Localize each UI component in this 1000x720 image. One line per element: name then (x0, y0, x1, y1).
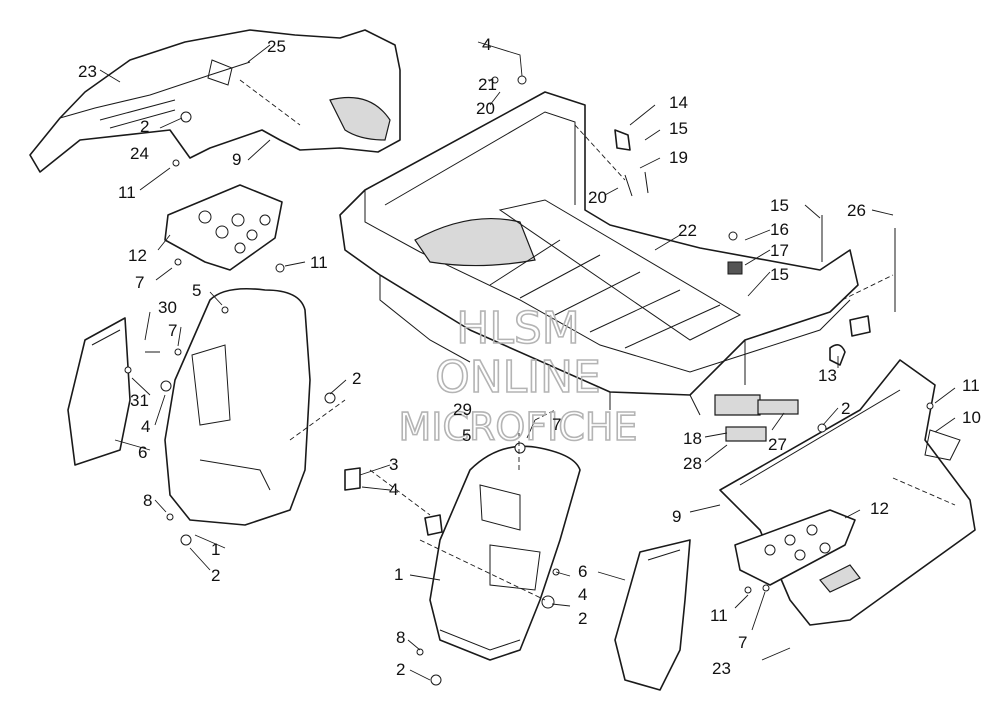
mud-flap-right (614, 539, 691, 691)
callout-4-left: 4 (141, 417, 150, 436)
fender-left-upper (29, 29, 401, 173)
callout-31: 31 (130, 391, 149, 410)
callout-4-top: 4 (482, 35, 491, 54)
callout-20-top: 20 (476, 99, 495, 118)
callout-16: 16 (770, 220, 789, 239)
callout-2-center: 2 (578, 609, 587, 628)
callout-2-left-bottom: 2 (211, 566, 220, 585)
callout-8-center: 8 (396, 628, 405, 647)
callout-12-right: 12 (870, 499, 889, 518)
footrest-plate-left (164, 184, 283, 271)
callout-19: 19 (669, 148, 688, 167)
callout-22: 22 (678, 221, 697, 240)
side-panel-center (429, 445, 581, 661)
callout-2-center-bottom: 2 (396, 660, 405, 679)
callout-25: 25 (267, 37, 286, 56)
callout-30: 30 (158, 298, 177, 317)
callout-2-left-panel: 2 (352, 369, 361, 388)
callout-labels: 23 25 2 24 9 11 12 7 11 5 30 7 2 31 4 6 … (78, 35, 981, 679)
callout-15-top: 15 (669, 119, 688, 138)
callout-15-right-mid: 15 (770, 265, 789, 284)
callout-17: 17 (770, 241, 789, 260)
callout-6-left: 6 (138, 443, 147, 462)
callout-6-center: 6 (578, 562, 587, 581)
callout-28: 28 (683, 454, 702, 473)
callout-12-left: 12 (128, 246, 147, 265)
callout-1-center: 1 (394, 565, 403, 584)
callout-11-bottom-right: 11 (710, 606, 728, 625)
callout-7-center: 7 (552, 415, 561, 434)
side-panel-left (164, 287, 311, 526)
callout-8-left: 8 (143, 491, 152, 510)
callout-3: 3 (389, 455, 398, 474)
mud-flap-left (67, 317, 131, 466)
callout-24: 24 (130, 144, 149, 163)
callout-2-top-left: 2 (140, 117, 149, 136)
cargo-box (339, 91, 859, 416)
callout-7-left-mid: 7 (168, 321, 177, 340)
callout-2-right: 2 (841, 399, 850, 418)
callout-13: 13 (818, 366, 837, 385)
leader-lines (99, 41, 956, 681)
callout-4-center: 4 (578, 585, 587, 604)
callout-27: 27 (768, 435, 787, 454)
callout-29: 29 (453, 400, 472, 419)
callout-5-left: 5 (192, 281, 201, 300)
callout-18: 18 (683, 429, 702, 448)
footrest-plate-right (734, 509, 856, 586)
watermark-line-2: ONLINE (435, 352, 601, 403)
callout-11-right: 11 (962, 376, 980, 395)
callout-26: 26 (847, 201, 866, 220)
callout-21: 21 (478, 75, 497, 94)
callout-9-left: 9 (232, 150, 241, 169)
callout-20-right: 20 (588, 188, 607, 207)
callout-4-center-left: 4 (389, 480, 398, 499)
callout-14: 14 (669, 93, 688, 112)
callout-10: 10 (962, 408, 981, 427)
watermark-line-1: HLSM (456, 303, 580, 354)
hardware (124, 75, 934, 686)
callout-9-right: 9 (672, 507, 681, 526)
callout-15-right-top: 15 (770, 196, 789, 215)
callout-23-right: 23 (712, 659, 731, 678)
callout-1-left: 1 (211, 540, 220, 559)
watermark: HLSM ONLINE MICROFICHE (398, 302, 639, 450)
callout-11-top-left: 11 (118, 183, 136, 202)
callout-7-bottom-right: 7 (738, 633, 747, 652)
callout-5-center: 5 (462, 426, 471, 445)
callout-7-left-upper: 7 (135, 273, 144, 292)
callout-23-left: 23 (78, 62, 97, 81)
callout-11-left-mid: 11 (310, 253, 328, 272)
watermark-line-3: MICROFICHE (398, 405, 637, 449)
